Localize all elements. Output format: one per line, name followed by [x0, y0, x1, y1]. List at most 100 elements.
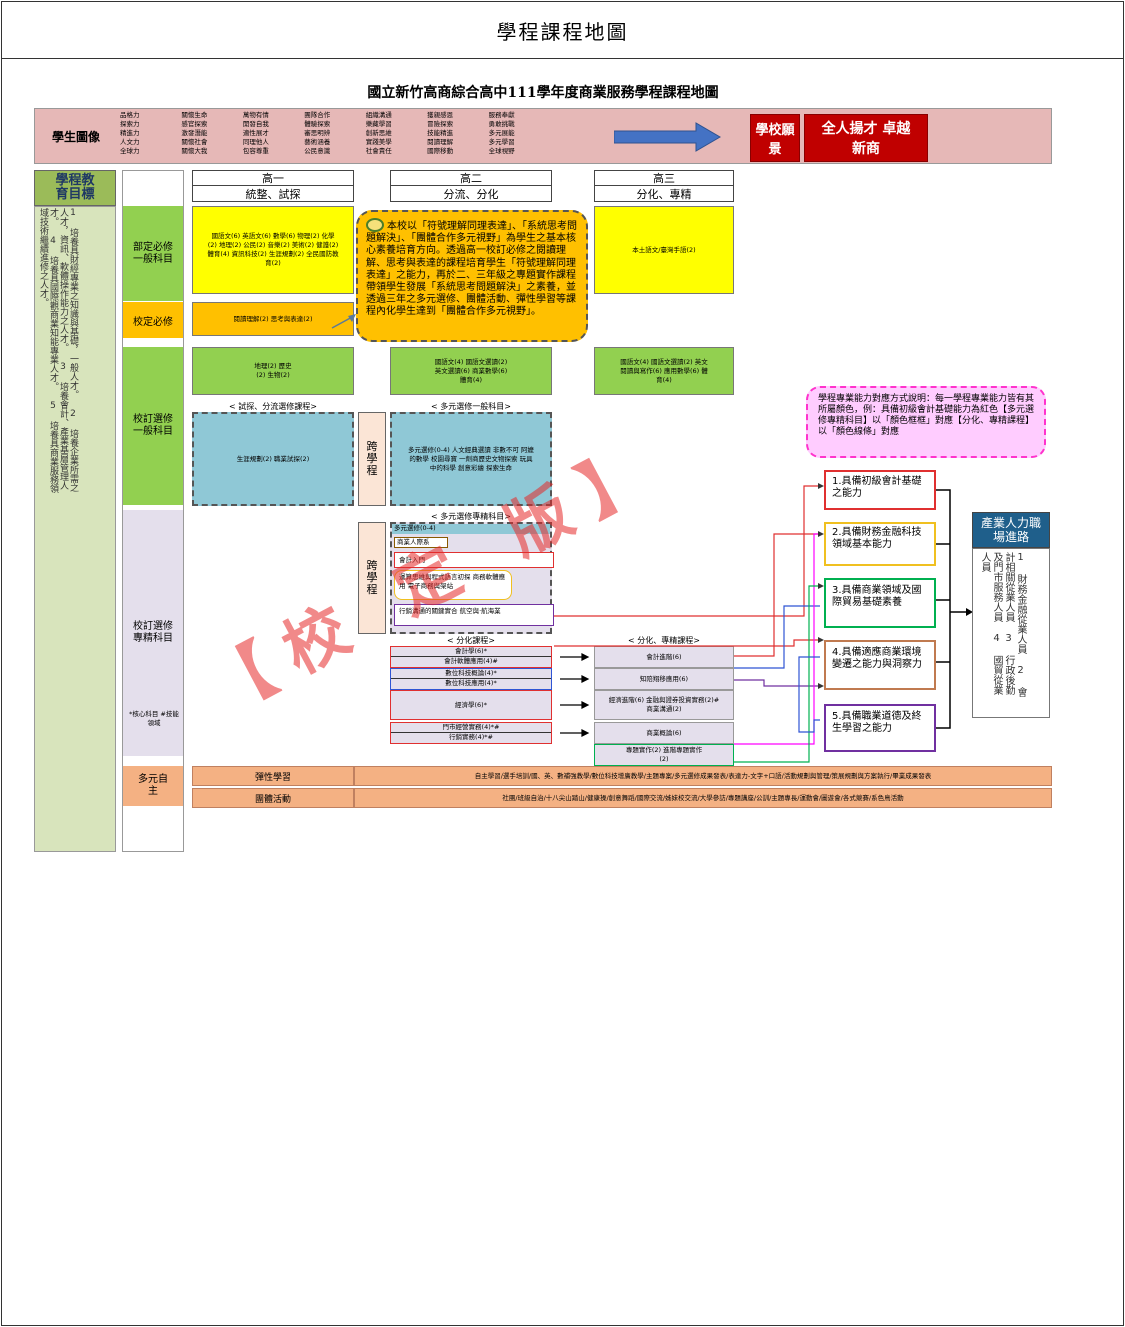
multi-pro-item: 多元選修(0-4): [392, 524, 550, 534]
cat-school-required: 校定必修: [123, 302, 183, 338]
progress-arrows: [560, 653, 590, 737]
trait: 關懷大我: [181, 147, 208, 155]
grade-2-focus: 分流、分化: [390, 185, 552, 202]
trait: 組織溝通: [365, 111, 392, 119]
traits-grid: 品格力 探索力 精進力 人文力 全球力 關懷生命 感官探索 激發潛能 關懷社會 …: [120, 111, 550, 156]
ability-2: 2.具備財務金融科技領域基本能力: [824, 522, 936, 566]
ability-mapping-note: 學程專業能力對應方式說明：每一學程專業能力皆有其所屬顏色，例：具備初級會計基礎能…: [806, 386, 1046, 458]
trait: 審思明辨: [304, 129, 331, 137]
g2-course: 數位科技應用(4)*: [445, 679, 497, 687]
group-label: 團體活動: [192, 788, 354, 808]
trait: 關懷社會: [181, 138, 208, 146]
g2-accounting: 會計學(6)* 會計軟體應用(4)#: [390, 646, 552, 668]
curriculum-map: 國立新竹高商綜合高中111學年度商業服務學程課程地圖 學生圖像 品格力 探索力 …: [34, 82, 1052, 852]
flex-label: 彈性學習: [192, 766, 354, 786]
school-logo-icon: [366, 218, 384, 232]
trait: 同理他人: [242, 138, 269, 146]
flex-text: 自主學習/選手培訓/國、英、數補強教學/數位科技增廣教學/主題專案/多元選修成果…: [354, 766, 1052, 786]
g3-course: 知陪翔移應用(6): [594, 668, 734, 690]
trait: 實踐美學: [365, 138, 392, 146]
grade-1-header: 高一 統整、試探: [192, 170, 354, 202]
g1-elective-general: 地理(2) 歷史(2) 生物(2): [192, 347, 354, 395]
g2-digital-tech: 數位科技概論(4)* 數位科技應用(4)*: [390, 668, 552, 690]
ability-1: 1.具備初級會計基礎之能力: [824, 470, 936, 510]
spec-label: < 分化、專精課程>: [628, 636, 700, 645]
g2-economics: 經濟學(6)*: [390, 690, 552, 720]
trait: 公民意識: [304, 147, 331, 155]
trait: 萬物有情: [242, 111, 269, 119]
trait: 樂藏學習: [365, 120, 392, 128]
g2-elective-general: 國語文(4) 國語文選讀(2) 英文選讀(6) 商業數學(6) 體育(4): [390, 347, 552, 395]
g1-dept-required: 國語文(6) 英語文(6) 數學(6) 物理(2) 化學(2) 地理(2) 公民…: [192, 206, 354, 294]
grade-1-name: 高一: [192, 170, 354, 185]
trait: 人文力: [120, 138, 140, 146]
multi-pro-item: 運算思維與程式語言初探 商務軟體應用 電子商務與架站: [394, 570, 512, 600]
g2-course: 數位科技概論(4)*: [391, 669, 551, 679]
trait: 技能精進: [427, 129, 454, 137]
pointer-arrow-icon: [331, 314, 356, 329]
core-literacy-text: 本校以「符號理解同理表達」、「系統思考問題解決」、「團體合作多元視野」為學生之基…: [366, 221, 577, 318]
g2-course: 門市經營實務(4)*#: [391, 723, 551, 733]
multi-general-courses: 多元選修(0-4) 人文經典選讀 非數不可 阿嬤的數學 校園尋寶 一劑商歷史文物…: [390, 412, 552, 506]
trait: 藝術涵養: [304, 138, 331, 146]
trait: 精進力: [120, 129, 140, 137]
g3-course: 專題實作(2) 進階專題實作(2): [594, 744, 734, 766]
trait: 體驗探索: [304, 120, 331, 128]
trait: 多元學習: [488, 138, 515, 146]
cat-dept-required: 部定必修一般科目: [123, 206, 183, 301]
vision-text: 全人揚才 卓越新商: [804, 114, 928, 162]
edu-goal-text: 1 培養具財經專業之知識與基礎，一般人才。 2 培養企業所需之人才，資訊、軟體操…: [38, 208, 78, 493]
multi-pro-item: 商業人際系: [394, 537, 448, 548]
trait: 勇敢挑戰: [488, 120, 515, 128]
trait: 關懷生命: [181, 111, 208, 119]
trait: 適性展才: [242, 129, 269, 137]
g3-dept-required: 本土語文/臺灣手語(2): [594, 206, 734, 294]
legend-core: *核心科目 #技能領域: [129, 710, 179, 727]
edu-goal-label: 學程教育目標: [34, 170, 116, 206]
grade-3-header: 高三 分化、專精: [594, 170, 734, 202]
connector-lines: [554, 483, 824, 763]
grade-3-name: 高三: [594, 170, 734, 185]
multi-general-label: < 多元選修一般科目>: [431, 402, 511, 411]
g1-explore-courses: 生涯規劃(2) 職業試探(2): [192, 412, 354, 506]
career-panel: [972, 548, 1050, 718]
core-literacy-note: 本校以「符號理解同理表達」、「系統思考問題解決」、「團體合作多元視野」為學生之基…: [356, 210, 588, 342]
career-text: 1 財務金融從業人員 2 會計相關從業人員 3 行政後勤及門市服務人員 4 國貿…: [979, 552, 1026, 697]
g3-course: 商業概論(6): [594, 722, 734, 744]
grade-3-focus: 分化、專精: [594, 185, 734, 202]
g3-elective-general: 國語文(4) 國語文選讀(2) 英文閱讀與寫作(6) 應用數學(6) 體育(4): [594, 347, 734, 395]
g2-course: 行銷實務(4)*#: [449, 733, 493, 741]
multi-pro-item: 行銷溝通的關鍵實合 航空與·航海業: [394, 604, 554, 626]
trait: 團隊合作: [304, 111, 331, 119]
edu-goal-panel: [34, 206, 116, 852]
trait: 社會責任: [365, 147, 392, 155]
trait: 包容尊重: [242, 147, 269, 155]
portrait-label: 學生圖像: [51, 129, 100, 144]
trait: 獲親感恩: [427, 111, 454, 119]
trait: 品格力: [120, 111, 140, 119]
multi-pro-label: < 多元選修專精科目>: [431, 512, 511, 521]
grade-2-name: 高二: [390, 170, 552, 185]
ability-merge-lines: [936, 489, 973, 729]
ability-3: 3.具備商業領域及國際貿易基礎素養: [824, 578, 936, 628]
grade-2-header: 高二 分流、分化: [390, 170, 552, 202]
map-title: 國立新竹高商綜合高中111學年度商業服務學程課程地圖: [367, 85, 719, 101]
cat-school-elective-general: 校訂選修一般科目: [123, 347, 183, 505]
trait: 服務奉獻: [488, 111, 515, 119]
trait: 開發自我: [242, 120, 269, 128]
trait: 國際移動: [427, 147, 454, 155]
multi-pro-panel: 多元選修(0-4) 商業人際系 會計入門 運算思維與程式語言初探 商務軟體應用 …: [390, 522, 554, 634]
arrow-right-icon: [614, 122, 721, 152]
trait: 全球視野: [488, 147, 515, 155]
cat-school-elective-pro: 校訂選修專精科目: [123, 510, 183, 756]
g2-retail: 門市經營實務(4)*# 行銷實務(4)*#: [390, 722, 552, 744]
trait: 全球力: [120, 147, 140, 155]
grade-1-focus: 統整、試探: [192, 185, 354, 202]
vision-label: 學校願景: [750, 114, 800, 162]
trait: 多元展能: [488, 129, 515, 137]
trait: 冒險探索: [427, 120, 454, 128]
g2-course: 會計學(6)*: [391, 647, 551, 657]
group-text: 社團/班級自治/十八尖山踏山/健康操/創意舞蹈/國際交流/姊妹校交流/大學參訪/…: [354, 788, 1052, 808]
trait: 激發潛能: [181, 129, 208, 137]
